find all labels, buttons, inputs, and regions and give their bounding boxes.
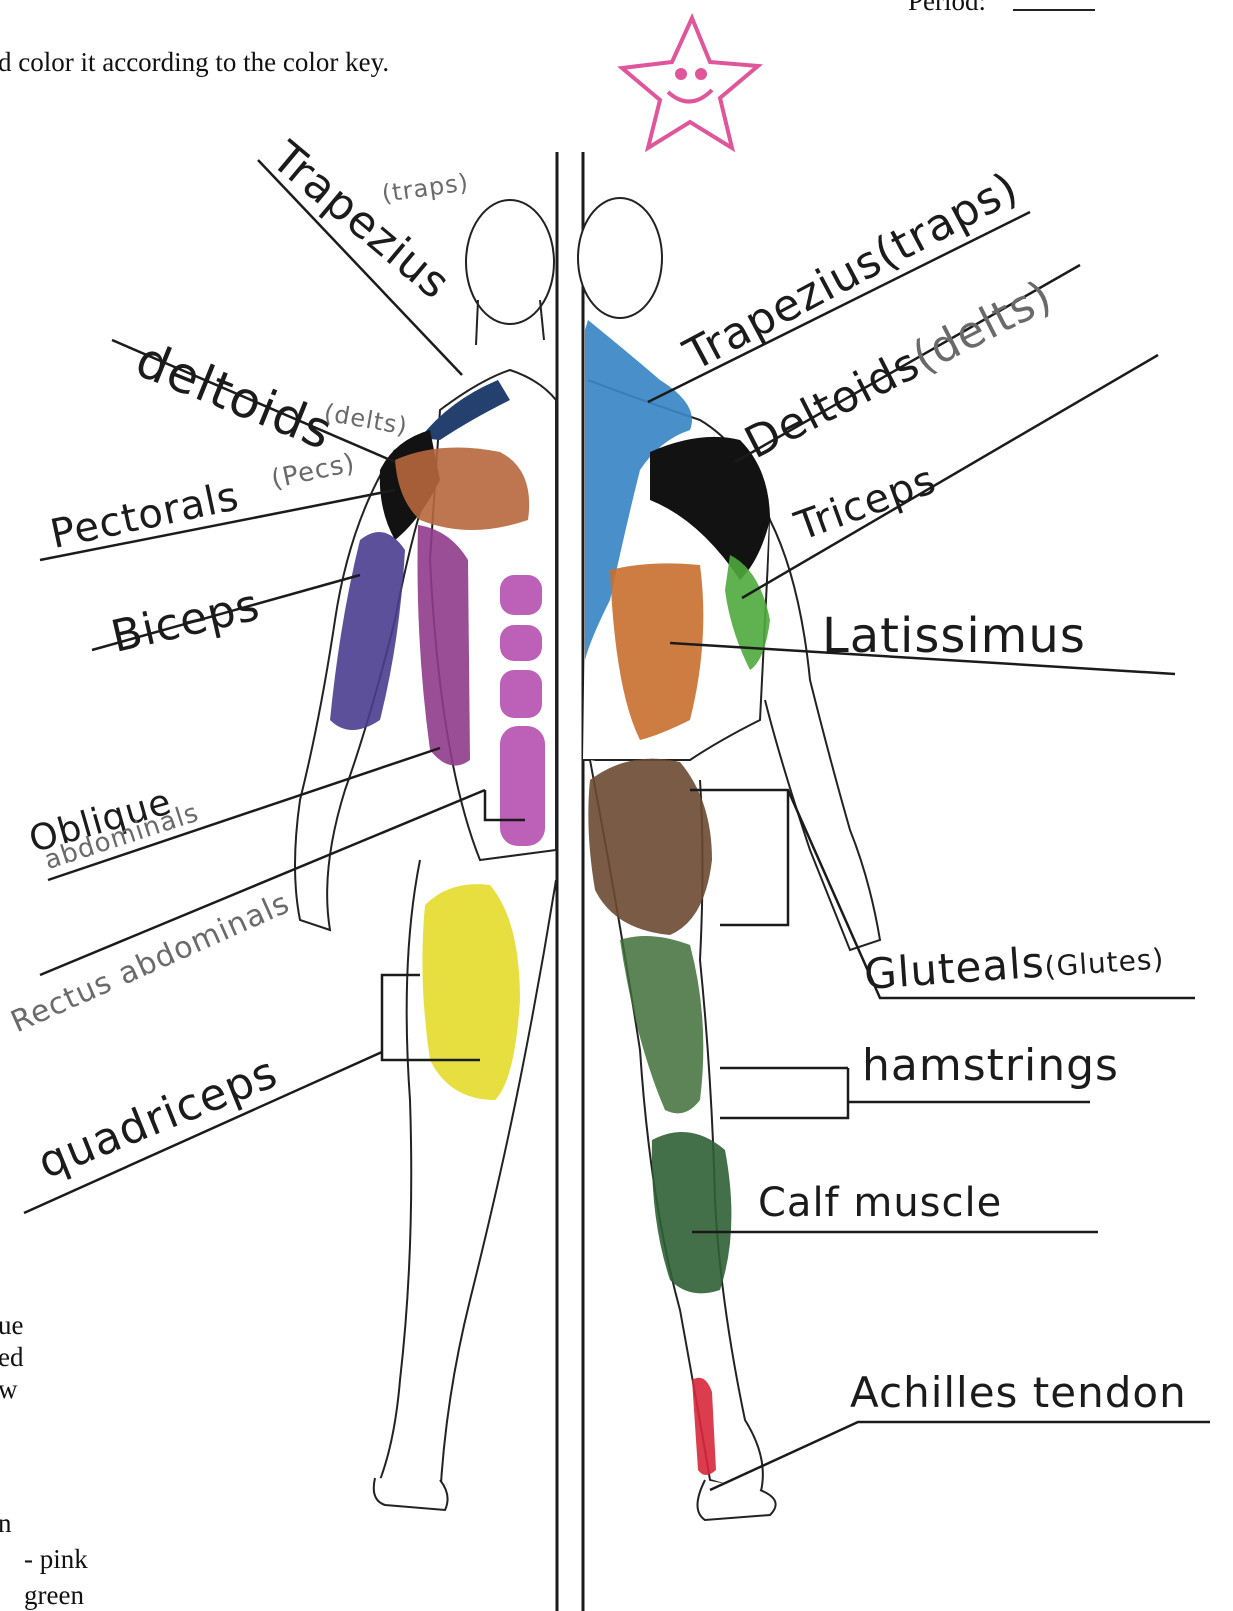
front-figure [295,200,556,1510]
star-smile [668,90,712,102]
back-calf-color [652,1132,732,1293]
back-head [578,198,662,318]
label-gluteals-back-note: (Glutes) [1043,942,1165,983]
back-hamstrings-color [620,936,703,1113]
color-key-item: n [0,1508,12,1539]
gluteals-bracket [720,790,788,925]
label-latissimus-back: Latissimus [822,608,1086,664]
front-quadriceps-color [422,884,520,1100]
front-foot [374,1478,448,1510]
color-key-item: - pink [24,1544,88,1575]
back-foot [698,1480,776,1520]
back-arm [765,520,880,950]
hamstrings-bracket-lower [720,1068,848,1118]
color-key-item: ed [0,1342,23,1373]
achilles-pointer-back [710,1422,1210,1490]
color-key-item: green [24,1580,84,1611]
label-calf-back: Calf muscle [758,1180,1002,1226]
color-key-item: w [0,1374,18,1405]
color-key-item: ue [0,1310,23,1341]
label-hamstrings-back: hamstrings [862,1040,1119,1091]
label-achilles-back: Achilles tendon [850,1368,1187,1417]
star-eye-left [677,70,685,78]
front-oblique-color [418,525,471,766]
smiley-star-sticker [622,18,758,148]
star-eye-right [697,70,705,78]
back-pointer-lines [648,212,1210,1490]
back-gluteals-color [588,759,712,935]
